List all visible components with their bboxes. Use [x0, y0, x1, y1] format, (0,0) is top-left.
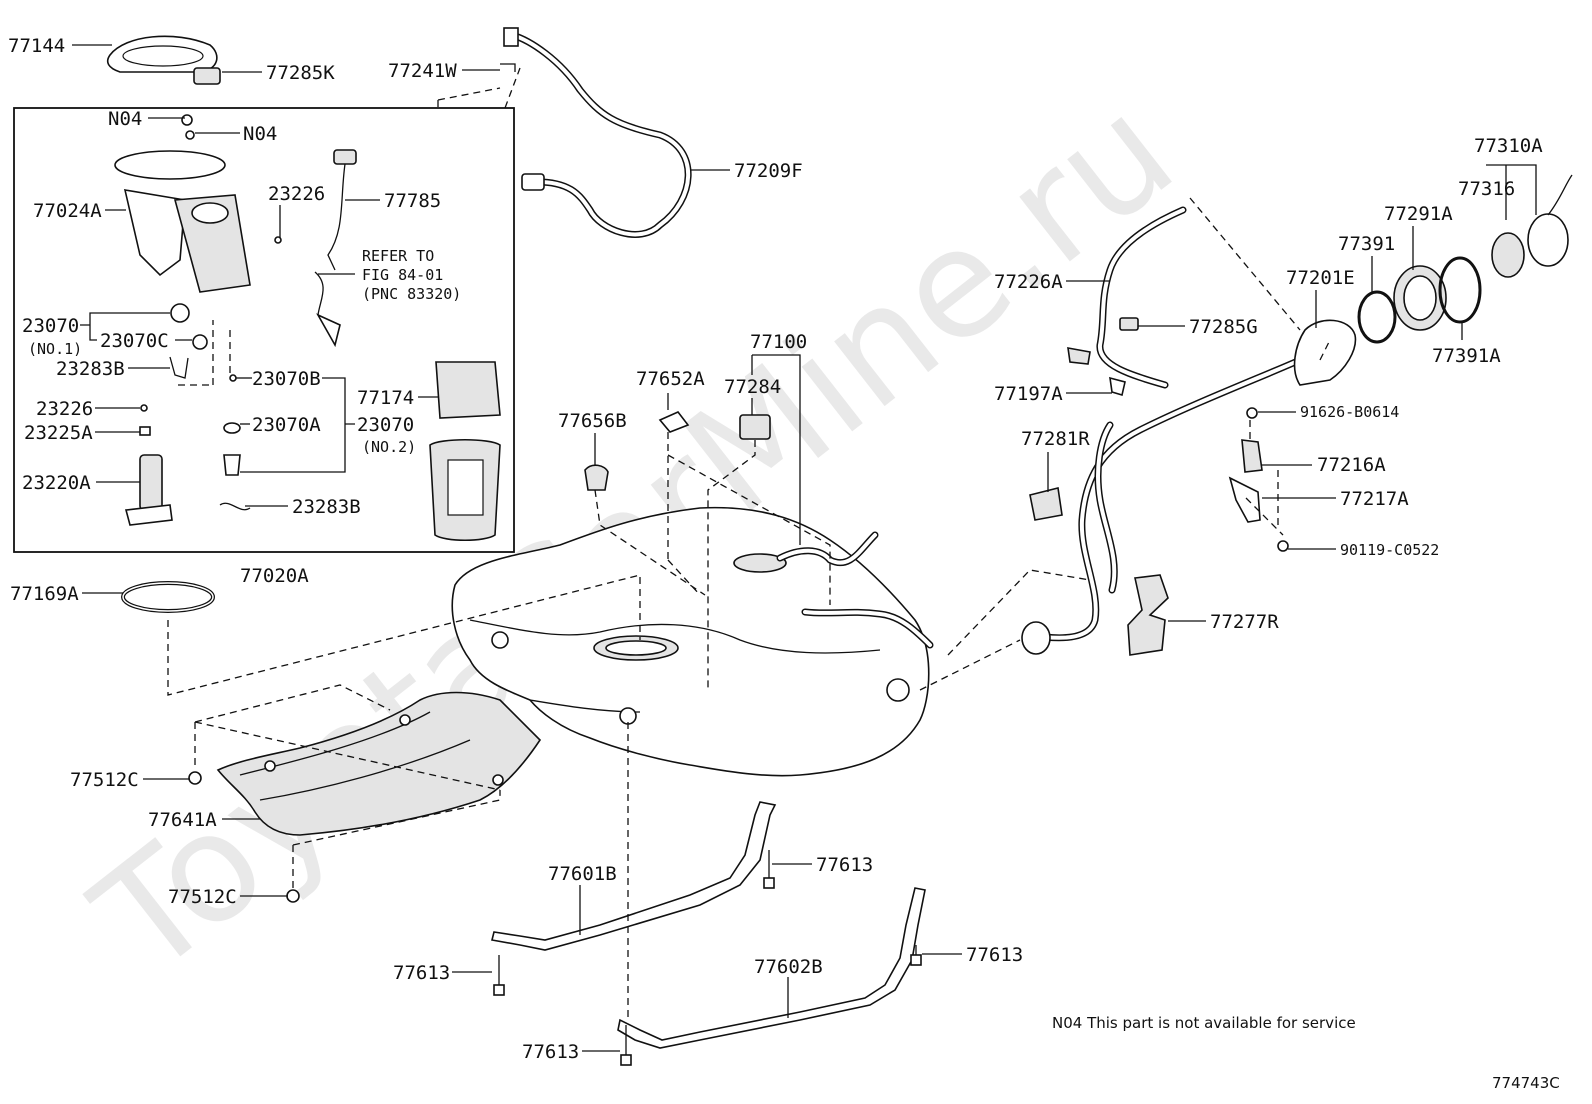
label-77641A: 77641A — [148, 809, 217, 831]
refer-line-1: REFER TO — [362, 247, 434, 265]
label-90119-C0522: 90119-C0522 — [1340, 541, 1439, 559]
pump-module-box — [13, 107, 515, 553]
label-77601B: 77601B — [548, 863, 617, 885]
label-23283B-a: 23283B — [56, 358, 125, 380]
label-77602B: 77602B — [754, 956, 823, 978]
figure-id: 774743C — [1492, 1074, 1560, 1092]
refer-line-3: (PNC 83320) — [362, 285, 461, 303]
misc-parts-top[interactable] — [584, 411, 771, 491]
bolt-77613-a[interactable] — [763, 850, 775, 889]
label-77613-c: 77613 — [966, 944, 1023, 966]
label-23070A: 23070A — [252, 414, 321, 436]
label-77100: 77100 — [750, 331, 807, 353]
label-no1: (NO.1) — [28, 340, 82, 358]
pump-filter-77174[interactable] — [435, 361, 501, 419]
tank-strap-77601B[interactable] — [491, 801, 777, 951]
label-77144: 77144 — [8, 35, 65, 57]
label-77656B: 77656B — [558, 410, 627, 432]
label-23070-no2: 23070 — [357, 414, 414, 436]
clip-77512C-a[interactable] — [188, 771, 202, 785]
label-77226A: 77226A — [994, 271, 1063, 293]
filter-case-77020[interactable] — [429, 439, 501, 541]
label-77284: 77284 — [724, 376, 781, 398]
bolt-77613-b[interactable] — [493, 955, 505, 996]
fuel-cap-group[interactable] — [1357, 174, 1573, 344]
label-77217A: 77217A — [1340, 488, 1409, 510]
label-77785: 77785 — [384, 190, 441, 212]
fuel-tank[interactable] — [451, 506, 934, 777]
label-77169A: 77169A — [10, 583, 79, 605]
label-77285K: 77285K — [266, 62, 335, 84]
label-77291A: 77291A — [1384, 203, 1453, 225]
pump-module-77024A[interactable] — [114, 150, 251, 293]
label-77391A: 77391A — [1432, 345, 1501, 367]
fuel-pump-23220A[interactable] — [124, 454, 173, 526]
service-note: N04 This part is not available for servi… — [1052, 1014, 1356, 1032]
tank-strap-77602B[interactable] — [617, 887, 926, 1049]
label-77613-b: 77613 — [393, 962, 450, 984]
label-77209F: 77209F — [734, 160, 803, 182]
breather-hose-77226A[interactable] — [1096, 206, 1187, 389]
label-23070B: 23070B — [252, 368, 321, 390]
bolt-77613-d[interactable] — [620, 1025, 632, 1066]
label-23226-b: 23226 — [36, 398, 93, 420]
label-77024A: 77024A — [33, 200, 102, 222]
level-sender-77785[interactable] — [314, 149, 357, 348]
label-77310A: 77310A — [1474, 135, 1543, 157]
label-77216A: 77216A — [1317, 454, 1386, 476]
label-77201E: 77201E — [1286, 267, 1355, 289]
filler-pipe-77201E[interactable] — [1021, 319, 1357, 655]
guide-lines — [167, 67, 1331, 1020]
label-77281R: 77281R — [1021, 428, 1090, 450]
label-77512C-b: 77512C — [168, 886, 237, 908]
label-77197A: 77197A — [994, 383, 1063, 405]
vent-tube-77209F[interactable] — [500, 27, 692, 238]
label-77241W: 77241W — [388, 60, 457, 82]
connector-77285K[interactable] — [193, 67, 221, 85]
refer-line-2: FIG 84-01 — [362, 266, 443, 284]
label-77174: 77174 — [357, 387, 414, 409]
label-77277R: 77277R — [1210, 611, 1279, 633]
callout-labels: 77144 77285K 77241W 77209F N04 N04 77024… — [8, 35, 1560, 1092]
label-77020A: 77020A — [240, 565, 309, 587]
label-77285G: 77285G — [1189, 316, 1258, 338]
label-23283B-b: 23283B — [292, 496, 361, 518]
label-77316: 77316 — [1458, 178, 1515, 200]
small-seals[interactable] — [139, 114, 282, 511]
label-N04-a: N04 — [108, 108, 142, 130]
tank-protector[interactable] — [216, 691, 542, 836]
label-N04-b: N04 — [243, 123, 277, 145]
leader-lines — [72, 44, 1537, 1052]
label-77652A: 77652A — [636, 368, 705, 390]
label-no2: (NO.2) — [362, 438, 416, 456]
clip-77512C-b[interactable] — [286, 889, 300, 903]
label-23070-no1: 23070 — [22, 315, 79, 337]
small-parts-right[interactable] — [1029, 317, 1289, 656]
gasket-77169A[interactable] — [121, 581, 215, 613]
label-91626-B0614: 91626-B0614 — [1300, 403, 1399, 421]
bolt-77613-c[interactable] — [910, 945, 922, 966]
label-23226-a: 23226 — [268, 183, 325, 205]
fuel-pump-lock-ring-77144[interactable] — [106, 35, 218, 73]
label-77613-d: 77613 — [522, 1041, 579, 1063]
label-23220A: 23220A — [22, 472, 91, 494]
label-77512C-a: 77512C — [70, 769, 139, 791]
label-77391: 77391 — [1338, 233, 1395, 255]
label-23070C: 23070C — [100, 330, 169, 352]
label-23225A: 23225A — [24, 422, 93, 444]
label-77613-a: 77613 — [816, 854, 873, 876]
